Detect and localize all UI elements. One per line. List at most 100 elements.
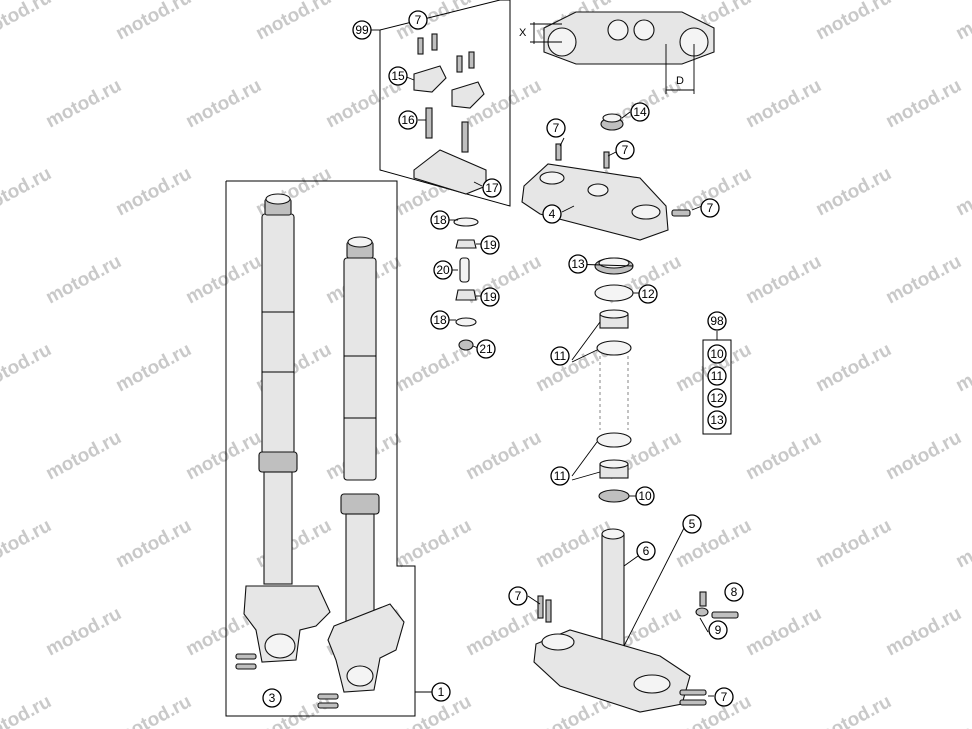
callout-98: 98: [707, 311, 727, 331]
callout-17-text: 17: [485, 181, 499, 195]
watermark-text: motod.ru: [672, 691, 755, 729]
callout-98-text: 98: [710, 314, 724, 328]
bushing-19a: [455, 239, 477, 249]
callout-kit-10-text: 10: [710, 347, 724, 361]
callout-18-top-text: 18: [433, 213, 447, 227]
handlebar-clamp-kit: [371, 0, 511, 207]
fork-leg-left-upper-tube: [261, 213, 295, 455]
leader-5: [623, 527, 685, 647]
leader-4: [561, 205, 575, 213]
callout-11-lower-text: 11: [554, 469, 567, 483]
upper-triple-clamp-dimension-view: X D: [519, 11, 715, 94]
fork-leg-left: [235, 193, 331, 670]
fork-leg-right-axle-lug: [327, 603, 405, 693]
clamp-upper-right: [451, 81, 485, 109]
watermark-text: motod.ru: [882, 251, 965, 308]
callout-7-clamp-kit-text: 7: [415, 13, 422, 27]
leader-7c: [607, 151, 617, 157]
bushing-19b: [455, 289, 477, 301]
upper-bearing-11-top: [599, 309, 629, 319]
callout-7-upper-mid-text: 7: [622, 143, 629, 157]
leader-17: [473, 181, 483, 187]
leader-7d: [691, 205, 703, 211]
callout-19-bottom: 19: [480, 287, 500, 307]
fork-leg-left-bolts: [235, 653, 257, 670]
watermark-text: motod.ru: [742, 603, 825, 660]
lower-bearing-11-top: [599, 459, 629, 469]
steering-stem-6: [601, 533, 625, 659]
washer-18a: [453, 217, 479, 227]
upper-clamp-bore-left: [539, 171, 565, 185]
fork-leg-left-seal: [258, 451, 298, 473]
adjust-screw: [711, 611, 739, 619]
watermark-text: motod.ru: [812, 0, 895, 44]
watermark-text: motod.ru: [952, 163, 972, 220]
callout-kit-13: 13: [707, 410, 727, 430]
steering-bearings: [594, 257, 634, 503]
leader-9: [699, 617, 709, 633]
watermark-text: motod.ru: [812, 339, 895, 396]
callout-8-text: 8: [731, 585, 738, 599]
leader-6: [623, 555, 639, 567]
watermark-text: motod.ru: [742, 251, 825, 308]
callout-17: 17: [482, 178, 502, 198]
steering-bore: [607, 19, 629, 41]
lower-clamp-bore-left: [541, 633, 575, 651]
watermark-text: motod.ru: [812, 163, 895, 220]
fork-leg-right: [317, 236, 405, 709]
watermark-text: motod.ru: [112, 0, 195, 44]
watermark-text: motod.ru: [742, 75, 825, 132]
callout-7-lower-left: 7: [508, 586, 528, 606]
callout-15-text: 15: [391, 69, 405, 83]
stop-screw-8: [699, 591, 707, 607]
callout-7-lower-right: 7: [714, 687, 734, 707]
callout-labels: 99 7 15 16 17 7 14 7 4 7 18 19 20 19 18 …: [262, 10, 744, 708]
leader-lines: [403, 75, 714, 697]
triple-clamp-top-view: [543, 11, 715, 65]
callout-8: 8: [724, 582, 744, 602]
lower-clamp-bolt-horiz-1: [679, 689, 707, 696]
callout-kit-11-text: 11: [711, 369, 724, 383]
callout-11-upper-text: 11: [554, 349, 567, 363]
fork-leg-right-upper-tube: [343, 257, 377, 481]
watermark-text: motod.ru: [0, 515, 55, 572]
callout-7-lower-right-text: 7: [721, 690, 728, 704]
watermark-text: motod.ru: [182, 427, 265, 484]
upper-clamp-bore-center: [587, 183, 609, 197]
watermark-text: motod.ru: [112, 339, 195, 396]
watermark-text: motod.ru: [42, 251, 125, 308]
callout-18-top: 18: [430, 210, 450, 230]
callout-kit-13-text: 13: [710, 413, 724, 427]
watermark-text: motod.ru: [112, 163, 195, 220]
watermark-text: motod.ru: [0, 0, 55, 44]
lower-clamp-bore-right: [633, 674, 671, 694]
axle-clamp-bolt-3: [317, 693, 339, 700]
upper-clamp-bolt-mid: [603, 151, 610, 169]
watermark-text: motod.ru: [812, 515, 895, 572]
seal-ring-12: [594, 284, 634, 302]
callout-7-lower-left-text: 7: [515, 589, 522, 603]
small-hardware: [453, 217, 479, 351]
callout-11-upper: 11: [550, 346, 570, 366]
callout-21-text: 21: [479, 342, 493, 356]
callout-5: 5: [682, 514, 702, 534]
callout-6: 6: [636, 541, 656, 561]
nut-21: [458, 339, 474, 351]
dim-d-label: D: [676, 75, 684, 87]
callout-10: 10: [635, 486, 655, 506]
leader-7e: [527, 595, 541, 605]
lower-clamp-bolt-vert-2: [545, 599, 552, 623]
callout-15: 15: [388, 66, 408, 86]
upper-triple-clamp: [521, 163, 669, 241]
callout-7-upper-mid: 7: [615, 140, 635, 160]
watermark-text: motod.ru: [952, 339, 972, 396]
callout-1-text: 1: [438, 685, 445, 699]
callout-12: 12: [638, 284, 658, 304]
clamp-bolt-long-2: [461, 121, 469, 153]
callout-kit-12: 12: [707, 388, 727, 408]
callout-6-text: 6: [643, 544, 650, 558]
axle-clamp-bolt-2: [235, 663, 257, 670]
